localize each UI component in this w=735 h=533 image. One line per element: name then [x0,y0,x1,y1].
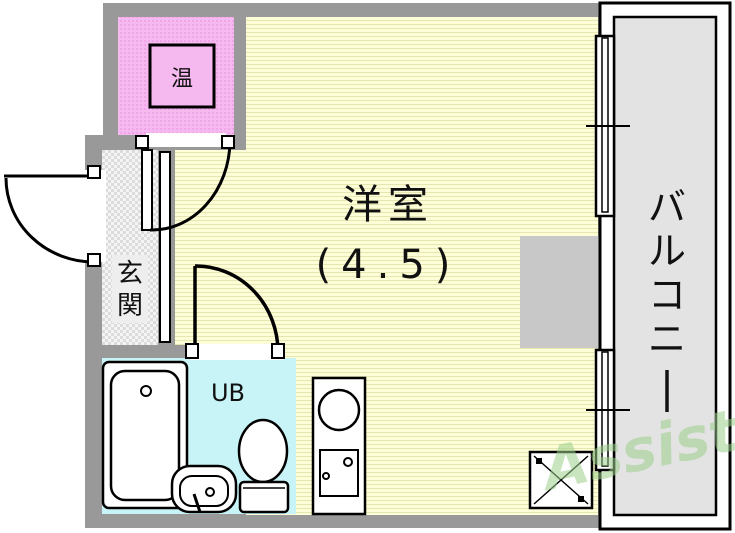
front-door-swing [4,177,95,264]
western-room-label: 洋室 [342,182,434,228]
sink-faucet [192,493,202,513]
toilet-bowl [237,418,289,484]
room-floor-extension [175,150,255,345]
entrance-label-bg [112,255,148,323]
entrance-sliding-door-a [141,149,153,231]
bath-door-swing [194,264,280,353]
balcony-char-2: ル [648,229,686,273]
balcony-char-3: コ [648,273,686,317]
balcony-floor [612,15,718,517]
bath-door-jamb-left [185,343,199,359]
bathtub-drain [140,385,152,397]
heater-door-gap [146,133,226,147]
toilet-tank [238,480,290,514]
western-room-size: (4.5) [316,242,461,288]
kitchen-sink-drain [343,457,353,467]
balcony-char-4: ニ [648,317,686,361]
unit-bath-label: UB [211,379,245,407]
sink-basin [179,475,229,507]
entrance-label-1: 玄 [117,259,143,289]
front-door-opening [82,170,106,262]
bathtub-inner [109,369,181,502]
front-door-jamb-bottom [87,253,101,267]
balcony-char-1: バ [648,185,686,229]
washer-drum [317,388,361,432]
front-door-jamb-top [87,165,101,179]
entrance-sliding-door-b [159,151,171,343]
water-heater-box [148,43,216,109]
heater-door-jamb-right [221,135,235,149]
closet-block [520,236,600,348]
heater-door-leaf [149,141,232,232]
water-heater-label: 温 [171,67,193,92]
entrance-label-2: 関 [117,291,143,321]
ac-unit-diagonal-2 [533,455,589,505]
bath-door-gap [190,344,284,360]
bath-door-jamb-right [271,343,285,359]
ac-unit-corner-2 [578,496,584,502]
heater-door-jamb-left [135,135,149,149]
sink-drain [205,487,215,497]
ac-unit-corner-1 [536,458,542,464]
kitchen-faucet [322,472,330,480]
